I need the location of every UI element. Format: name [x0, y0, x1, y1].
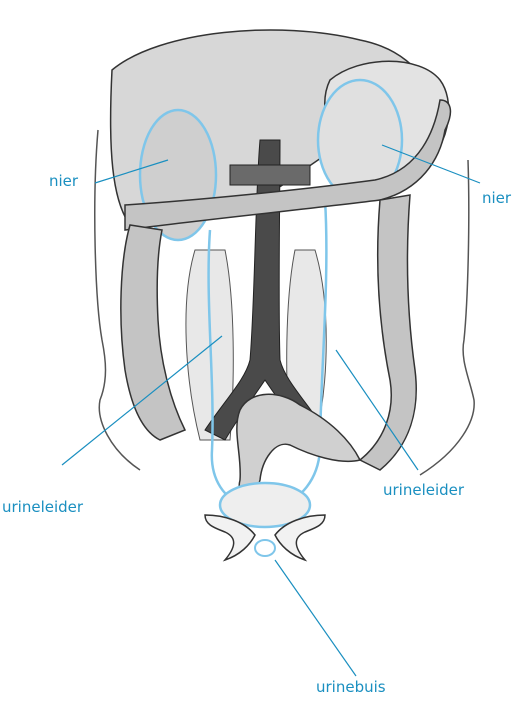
label-kidney-left: nier — [49, 172, 78, 190]
sigmoid-colon — [237, 394, 360, 495]
urethra-shape — [255, 540, 275, 556]
label-urethra: urinebuis — [316, 678, 386, 696]
label-ureter-left: urineleider — [2, 498, 83, 516]
label-kidney-right: nier — [482, 189, 511, 207]
label-ureter-right: urineleider — [383, 481, 464, 499]
descending-colon — [360, 195, 416, 470]
ascending-colon — [121, 225, 185, 440]
